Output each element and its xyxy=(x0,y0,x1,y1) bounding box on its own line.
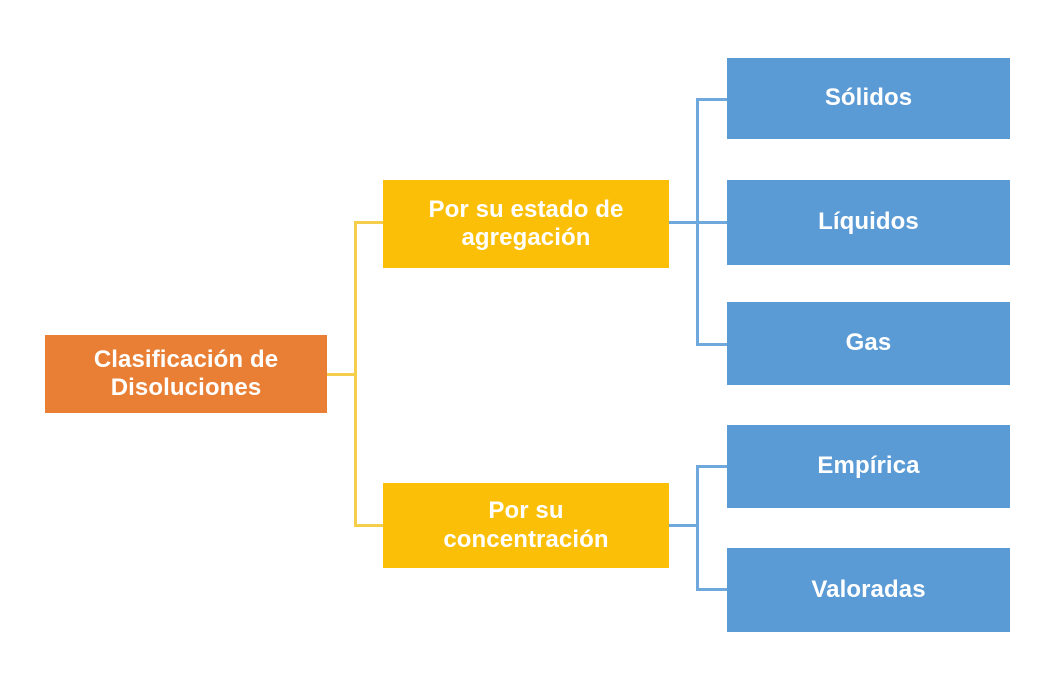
node-branch-2-label-line2: concentración xyxy=(443,525,609,553)
node-root-label-line1: Clasificación de xyxy=(93,345,279,373)
connector-root-trunk xyxy=(354,221,357,527)
node-branch-1-label: Por su estado de agregación xyxy=(429,196,624,253)
node-branch-2-label-line1: Por su xyxy=(488,497,564,525)
node-branch-2-label: Por su concentración xyxy=(443,497,608,554)
node-branch-1-label-line2: agregación xyxy=(461,224,591,251)
node-leaf-empirica[interactable]: Empírica xyxy=(727,425,1010,508)
node-leaf-valoradas-label: Valoradas xyxy=(811,575,926,603)
node-root-label-line2: Disoluciones xyxy=(110,374,262,401)
node-leaf-gas[interactable]: Gas xyxy=(727,302,1010,385)
connector-branch-1-to-leaf-2 xyxy=(696,221,729,224)
connector-branch-2-stub xyxy=(668,524,699,527)
node-branch-por-su-concentracion[interactable]: Por su concentración xyxy=(383,483,669,568)
connector-root-to-branch-2 xyxy=(354,524,385,527)
connector-branch-1-to-leaf-3 xyxy=(696,343,729,346)
connector-branch-2-trunk xyxy=(696,465,699,589)
connector-root-to-branch-1 xyxy=(354,221,385,224)
connector-branch-2-to-leaf-1 xyxy=(696,465,729,468)
connector-branch-1-to-leaf-1 xyxy=(696,98,729,101)
connector-branch-2-to-leaf-2 xyxy=(696,588,729,591)
node-leaf-gas-label: Gas xyxy=(845,329,892,357)
connector-branch-1-trunk xyxy=(696,98,699,346)
node-root-label: Clasificación de Disoluciones xyxy=(94,346,278,403)
node-branch-por-su-estado-de-agregacion[interactable]: Por su estado de agregación xyxy=(383,180,669,268)
node-leaf-solidos-label: Sólidos xyxy=(824,84,913,112)
node-leaf-liquidos-label: Líquidos xyxy=(818,208,919,236)
node-leaf-liquidos[interactable]: Líquidos xyxy=(727,180,1010,265)
connector-branch-1-stub xyxy=(668,221,699,224)
node-branch-1-label-line1: Por su estado de xyxy=(428,195,624,223)
node-leaf-solidos[interactable]: Sólidos xyxy=(727,58,1010,139)
connector-root-stub xyxy=(327,373,357,376)
node-leaf-empirica-label: Empírica xyxy=(817,452,920,480)
node-leaf-valoradas[interactable]: Valoradas xyxy=(727,548,1010,632)
node-root-clasificacion-de-disoluciones[interactable]: Clasificación de Disoluciones xyxy=(45,335,327,413)
